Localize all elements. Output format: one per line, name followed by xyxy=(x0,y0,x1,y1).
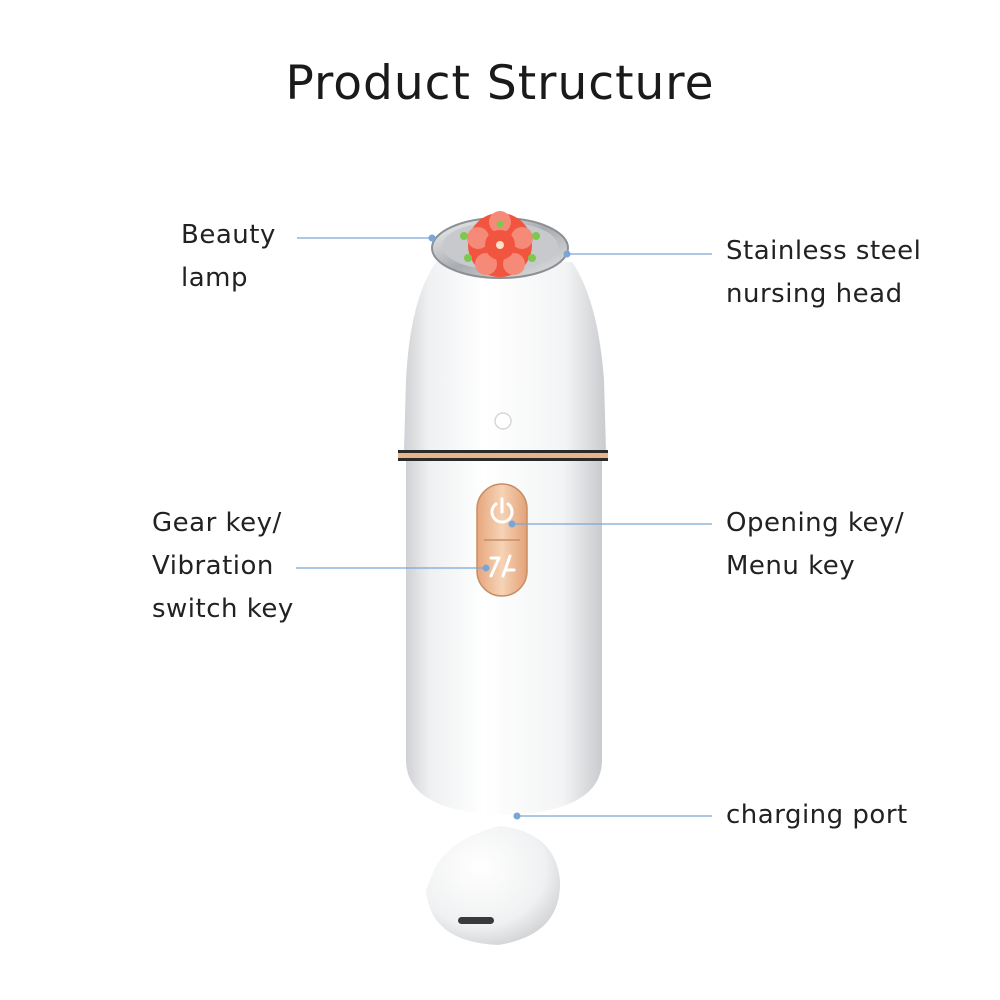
gold-divider-ring xyxy=(398,450,608,461)
label-line: charging port xyxy=(726,800,908,830)
label-opening-key: Opening key/ Menu key xyxy=(726,502,904,588)
page-title: Product Structure xyxy=(285,56,715,111)
label-line: Vibration xyxy=(152,551,274,581)
charging-port-cap xyxy=(426,826,561,945)
label-line: Gear key/ xyxy=(152,508,282,538)
indicator-light xyxy=(494,412,512,430)
label-charging-port: charging port xyxy=(726,794,908,837)
label-stainless-steel-head: Stainless steel nursing head xyxy=(726,230,921,316)
label-line: nursing head xyxy=(726,279,903,309)
label-line: lamp xyxy=(181,263,248,293)
label-line: Menu key xyxy=(726,551,856,581)
label-line: switch key xyxy=(152,594,294,624)
device-lower-body xyxy=(406,461,602,815)
usb-port xyxy=(458,917,494,924)
label-line: Opening key/ xyxy=(726,508,905,538)
device-upper-body xyxy=(404,262,606,452)
beauty-lamp xyxy=(460,211,540,277)
label-gear-key: Gear key/ Vibration switch key xyxy=(152,502,294,631)
label-line: Beauty xyxy=(181,220,276,250)
label-beauty-lamp: Beauty lamp xyxy=(181,214,276,300)
power-icon xyxy=(490,497,514,524)
gear-switch-icon xyxy=(489,554,516,578)
label-line: Stainless steel xyxy=(726,236,922,266)
